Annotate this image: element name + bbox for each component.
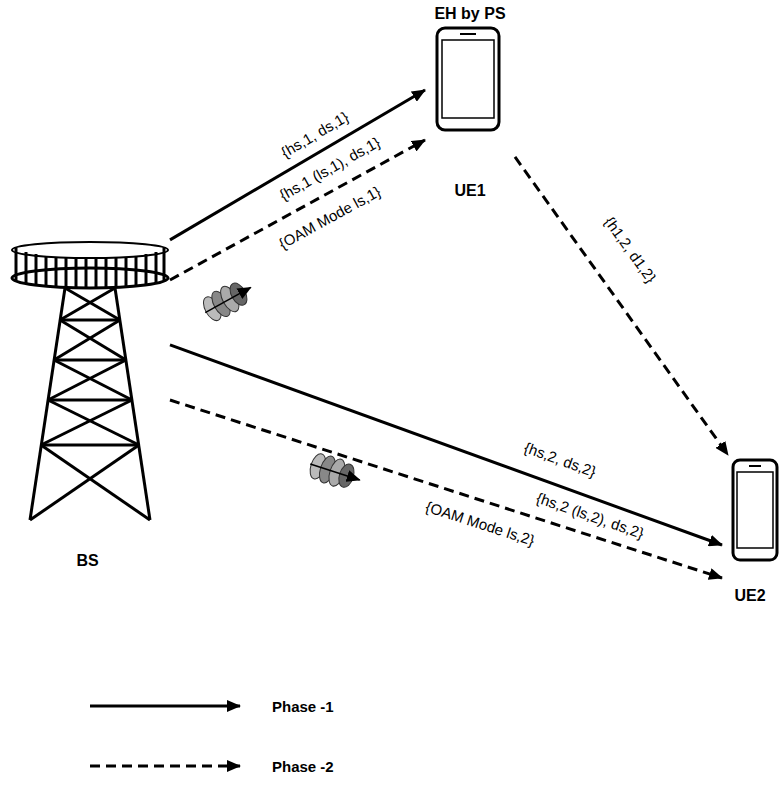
phone-speaker — [460, 33, 476, 35]
node-label: UE1 — [425, 182, 515, 200]
tower-bar — [48, 399, 132, 402]
antenna-bar — [45, 256, 48, 287]
beam-axis — [205, 287, 250, 312]
tower-bar — [60, 319, 120, 322]
phone-screen — [737, 472, 773, 548]
legend-text: Phase -1 — [272, 698, 334, 715]
ue-node: EH by PS UE1 — [425, 5, 515, 200]
antenna-bar — [25, 252, 28, 284]
antenna-bar — [15, 248, 18, 280]
tower-brace — [41, 400, 132, 445]
tower-bar — [54, 359, 126, 362]
oam-mode-label: {OAM Mode ls,2} — [424, 499, 537, 550]
antenna-bar — [125, 257, 128, 288]
link-arrow — [515, 157, 728, 455]
tower-brace — [54, 320, 120, 360]
link-arrow — [170, 90, 425, 240]
antenna-bar — [135, 256, 138, 287]
antenna-bar — [115, 258, 118, 288]
tower-brace — [60, 320, 126, 360]
antenna-bar — [163, 248, 166, 280]
antenna-bar — [155, 252, 158, 284]
antenna-bar — [105, 258, 108, 288]
ue-node: UE2 — [722, 455, 778, 605]
tower-brace — [30, 445, 139, 520]
channel-label: {h1,2, d1,2} — [601, 214, 659, 286]
antenna-bar — [35, 254, 38, 286]
beam-axis — [310, 464, 359, 480]
tower-bar — [41, 444, 139, 447]
tower-brace — [41, 445, 150, 520]
node-label: UE2 — [722, 587, 778, 605]
phone-icon — [733, 460, 777, 560]
oam-beam-icon — [198, 275, 257, 325]
channel-label: {hs,2, ds,2} — [522, 439, 598, 480]
tower-brace — [54, 360, 132, 400]
legend-solid-line — [90, 705, 240, 708]
tower-leg — [115, 288, 150, 520]
node-label: EH by PS — [425, 5, 515, 23]
antenna-bar — [55, 257, 58, 288]
tower-brace — [48, 360, 126, 400]
phone-body — [437, 28, 499, 130]
phone-body — [733, 460, 777, 560]
tower-brace — [48, 400, 139, 445]
phone-speaker — [749, 465, 761, 467]
tower-brace — [65, 288, 120, 320]
oam-beam-icon — [306, 451, 364, 494]
tower-leg — [30, 288, 65, 520]
phone-screen — [442, 40, 494, 118]
legend-text: Phase -2 — [272, 758, 334, 775]
link-arrow — [170, 140, 425, 280]
antenna-bar — [145, 254, 148, 286]
link-arrow — [170, 400, 722, 578]
antenna-bar — [85, 258, 88, 288]
channel-label: {hs,2 (ls,2), ds,2} — [534, 490, 646, 542]
legend-dashed-line — [90, 765, 240, 768]
phone-icon — [437, 28, 499, 130]
antenna-bar — [95, 258, 98, 288]
antenna-bar — [75, 258, 78, 288]
antenna-bar — [65, 258, 68, 288]
node-label: BS — [5, 552, 170, 570]
tower-icon — [12, 242, 168, 520]
tower-brace — [60, 288, 115, 320]
ue-node: BS — [5, 230, 170, 570]
